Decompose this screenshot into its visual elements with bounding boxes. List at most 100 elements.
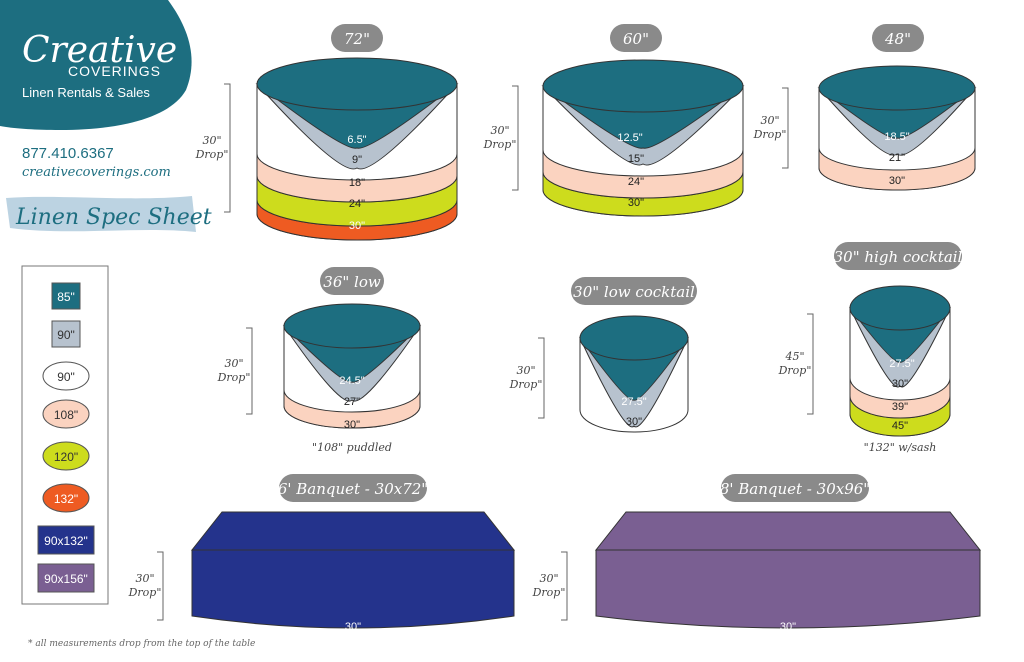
measurement-label: 45" <box>892 420 908 432</box>
drop-bracket <box>246 327 253 415</box>
sheet-title: Linen Spec Sheet <box>15 205 212 230</box>
measurement-label: 15" <box>628 153 644 165</box>
measurement-label: 18.5" <box>884 131 909 143</box>
table-title: 36" low <box>323 273 381 291</box>
cloth-band <box>256 153 458 203</box>
table-title: 48" <box>884 30 911 48</box>
measurement-label: 9" <box>352 154 362 166</box>
banquet-top <box>190 511 516 551</box>
drop-word: Drop" <box>217 371 251 384</box>
measurement-label: 30" <box>780 621 796 633</box>
tagline: Linen Rentals & Sales <box>22 85 150 100</box>
measurement-label: 30" <box>889 175 905 187</box>
phone-number[interactable]: 877.410.6367 <box>22 145 114 162</box>
drop-word: Drop" <box>195 148 229 161</box>
cloth-band <box>542 149 744 199</box>
banquet-top <box>594 511 982 551</box>
drop-value: 45" <box>784 350 804 363</box>
measurement-label: 24" <box>349 198 365 210</box>
measurement-label: 30" <box>626 416 642 428</box>
legend-label: 108" <box>54 408 78 422</box>
drop-bracket <box>512 85 519 191</box>
banquet-skirt <box>191 549 515 629</box>
measurement-label: 24.5" <box>339 375 364 387</box>
legend-label: 90" <box>57 370 75 384</box>
table-title: 60" <box>623 30 649 48</box>
table-title: 30" low cocktail <box>573 283 695 301</box>
measurement-label: 6.5" <box>347 134 366 146</box>
drop-value: 30" <box>202 134 221 147</box>
measurement-label: 21" <box>889 152 905 164</box>
legend-swatch <box>37 525 95 555</box>
drop-word: Drop" <box>778 364 812 377</box>
legend-swatch <box>42 399 90 429</box>
footnote: * all measurements drop from the top of … <box>28 639 255 649</box>
website-link[interactable]: creativecoverings.com <box>22 165 171 180</box>
drop-value: 30" <box>516 364 535 377</box>
drop-bracket <box>157 551 164 621</box>
table-top <box>283 303 421 349</box>
table-title-pill <box>834 242 962 270</box>
table-top <box>818 65 976 111</box>
cloth-band <box>849 377 951 419</box>
measurement-label: 30" <box>892 378 908 390</box>
legend-swatch <box>51 282 81 310</box>
drop-bracket <box>561 551 568 621</box>
measurement-label: 27" <box>344 396 360 408</box>
drop-word: Drop" <box>483 138 517 151</box>
drop-bracket <box>807 313 814 415</box>
table-title-pill <box>279 474 427 502</box>
table-title: 8' Banquet - 30x96" <box>720 480 870 498</box>
drop-value: 30" <box>760 114 779 127</box>
legend-swatch <box>37 563 95 593</box>
table-title-pill <box>320 267 384 295</box>
banquet-skirt <box>595 549 981 629</box>
measurement-label: 12.5" <box>617 132 642 144</box>
table-title-pill <box>721 474 869 502</box>
legend-swatch <box>42 361 90 391</box>
measurement-label: 30" <box>344 419 360 431</box>
table-title: 72" <box>344 30 370 48</box>
drop-word: Drop" <box>532 586 566 599</box>
table-title-pill <box>872 24 924 52</box>
drop-bracket <box>782 87 789 169</box>
drop-value: 30" <box>135 572 154 585</box>
drop-word: Drop" <box>753 128 787 141</box>
measurement-label: 39" <box>892 401 908 413</box>
table-title: 6' Banquet - 30x72" <box>278 480 428 498</box>
logo-script: Creative <box>22 30 177 71</box>
sheet-title-ribbon <box>6 196 196 232</box>
table-note: "108" puddled <box>312 441 392 454</box>
measurement-label: 30" <box>349 220 365 232</box>
table-top <box>849 285 951 331</box>
legend-label: 132" <box>54 492 78 506</box>
table-top <box>579 315 689 361</box>
drop-word: Drop" <box>128 586 162 599</box>
table-title: 30" high cocktail <box>834 248 963 266</box>
table-note: "132" w/sash <box>864 441 937 454</box>
drop-word: Drop" <box>509 378 543 391</box>
legend-label: 90x132" <box>44 534 88 548</box>
table-title-pill <box>331 24 383 52</box>
table-title-pill <box>571 277 697 305</box>
legend-label: 120" <box>54 450 78 464</box>
brand-banner <box>0 0 192 130</box>
measurement-label: 27.5" <box>889 358 914 370</box>
measurement-label: 30" <box>628 197 644 209</box>
drop-value: 30" <box>224 357 243 370</box>
legend-swatch <box>51 320 81 348</box>
drop-bracket <box>538 337 545 419</box>
legend-label: 85" <box>57 290 75 304</box>
legend-label: 90" <box>57 328 75 342</box>
cloth-band <box>818 147 976 191</box>
measurement-label: 30" <box>345 621 361 633</box>
cloth-band <box>283 389 421 429</box>
drop-bracket <box>224 83 231 213</box>
legend-swatch <box>42 441 90 471</box>
logo-caps: COVERINGS <box>68 63 161 79</box>
measurement-label: 24" <box>628 176 644 188</box>
drop-value: 30" <box>539 572 558 585</box>
table-title-pill <box>610 24 662 52</box>
table-top <box>542 59 744 113</box>
